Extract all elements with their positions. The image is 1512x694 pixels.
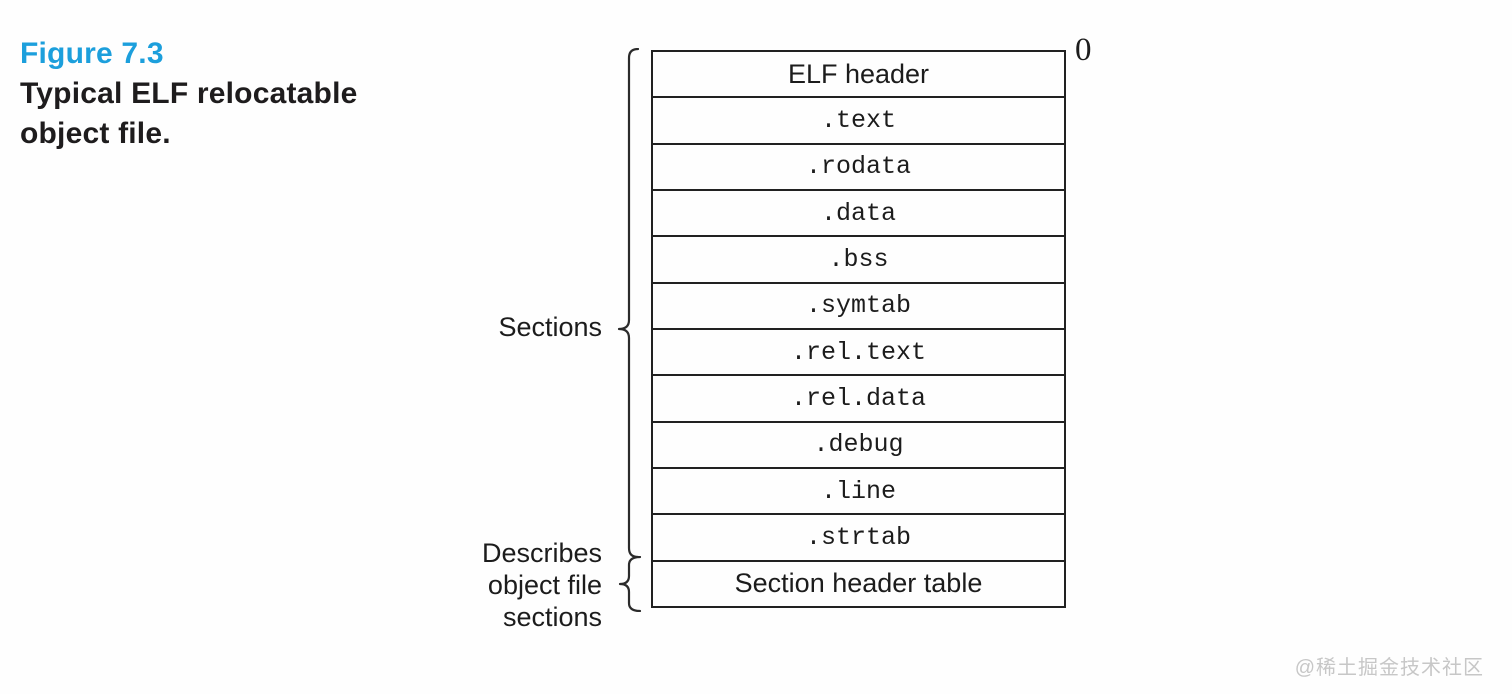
- section-row-line: .line: [653, 469, 1064, 516]
- figure-caption-line-2: object file.: [20, 117, 171, 150]
- describes-line-2: object file: [487, 570, 602, 600]
- describes-line-1: Describes: [481, 538, 602, 568]
- section-row-data: .data: [653, 191, 1064, 238]
- section-row-rodata: .rodata: [653, 145, 1064, 191]
- section-row-bss: .bss: [653, 237, 1064, 284]
- elf-object-file-box: ELF header .text .rodata .data .bss .sym…: [651, 50, 1066, 608]
- figure-caption: Figure 7.3 Typical ELF relocatable objec…: [20, 34, 358, 154]
- section-row-debug: .debug: [653, 423, 1064, 469]
- describes-brace: [618, 556, 642, 612]
- describes-label: Describes object file sections: [482, 537, 602, 633]
- section-row-symtab: .symtab: [653, 284, 1064, 330]
- section-row-text: .text: [653, 98, 1064, 145]
- section-row-strtab: .strtab: [653, 515, 1064, 562]
- figure-caption-line-1: Typical ELF relocatable: [20, 77, 358, 110]
- section-row-elf-header: ELF header: [653, 52, 1064, 99]
- offset-zero-label: 0: [1075, 32, 1092, 68]
- watermark: @稀土掘金技术社区: [1294, 657, 1484, 679]
- sections-brace: [617, 48, 640, 558]
- section-row-rel-text: .rel.text: [653, 330, 1064, 377]
- section-row-rel-data: .rel.data: [653, 376, 1064, 423]
- section-row-section-header-table: Section header table: [734, 568, 983, 599]
- figure-label: Figure 7.3: [20, 37, 164, 70]
- sections-label: Sections: [498, 312, 602, 342]
- describes-line-3: sections: [502, 602, 602, 632]
